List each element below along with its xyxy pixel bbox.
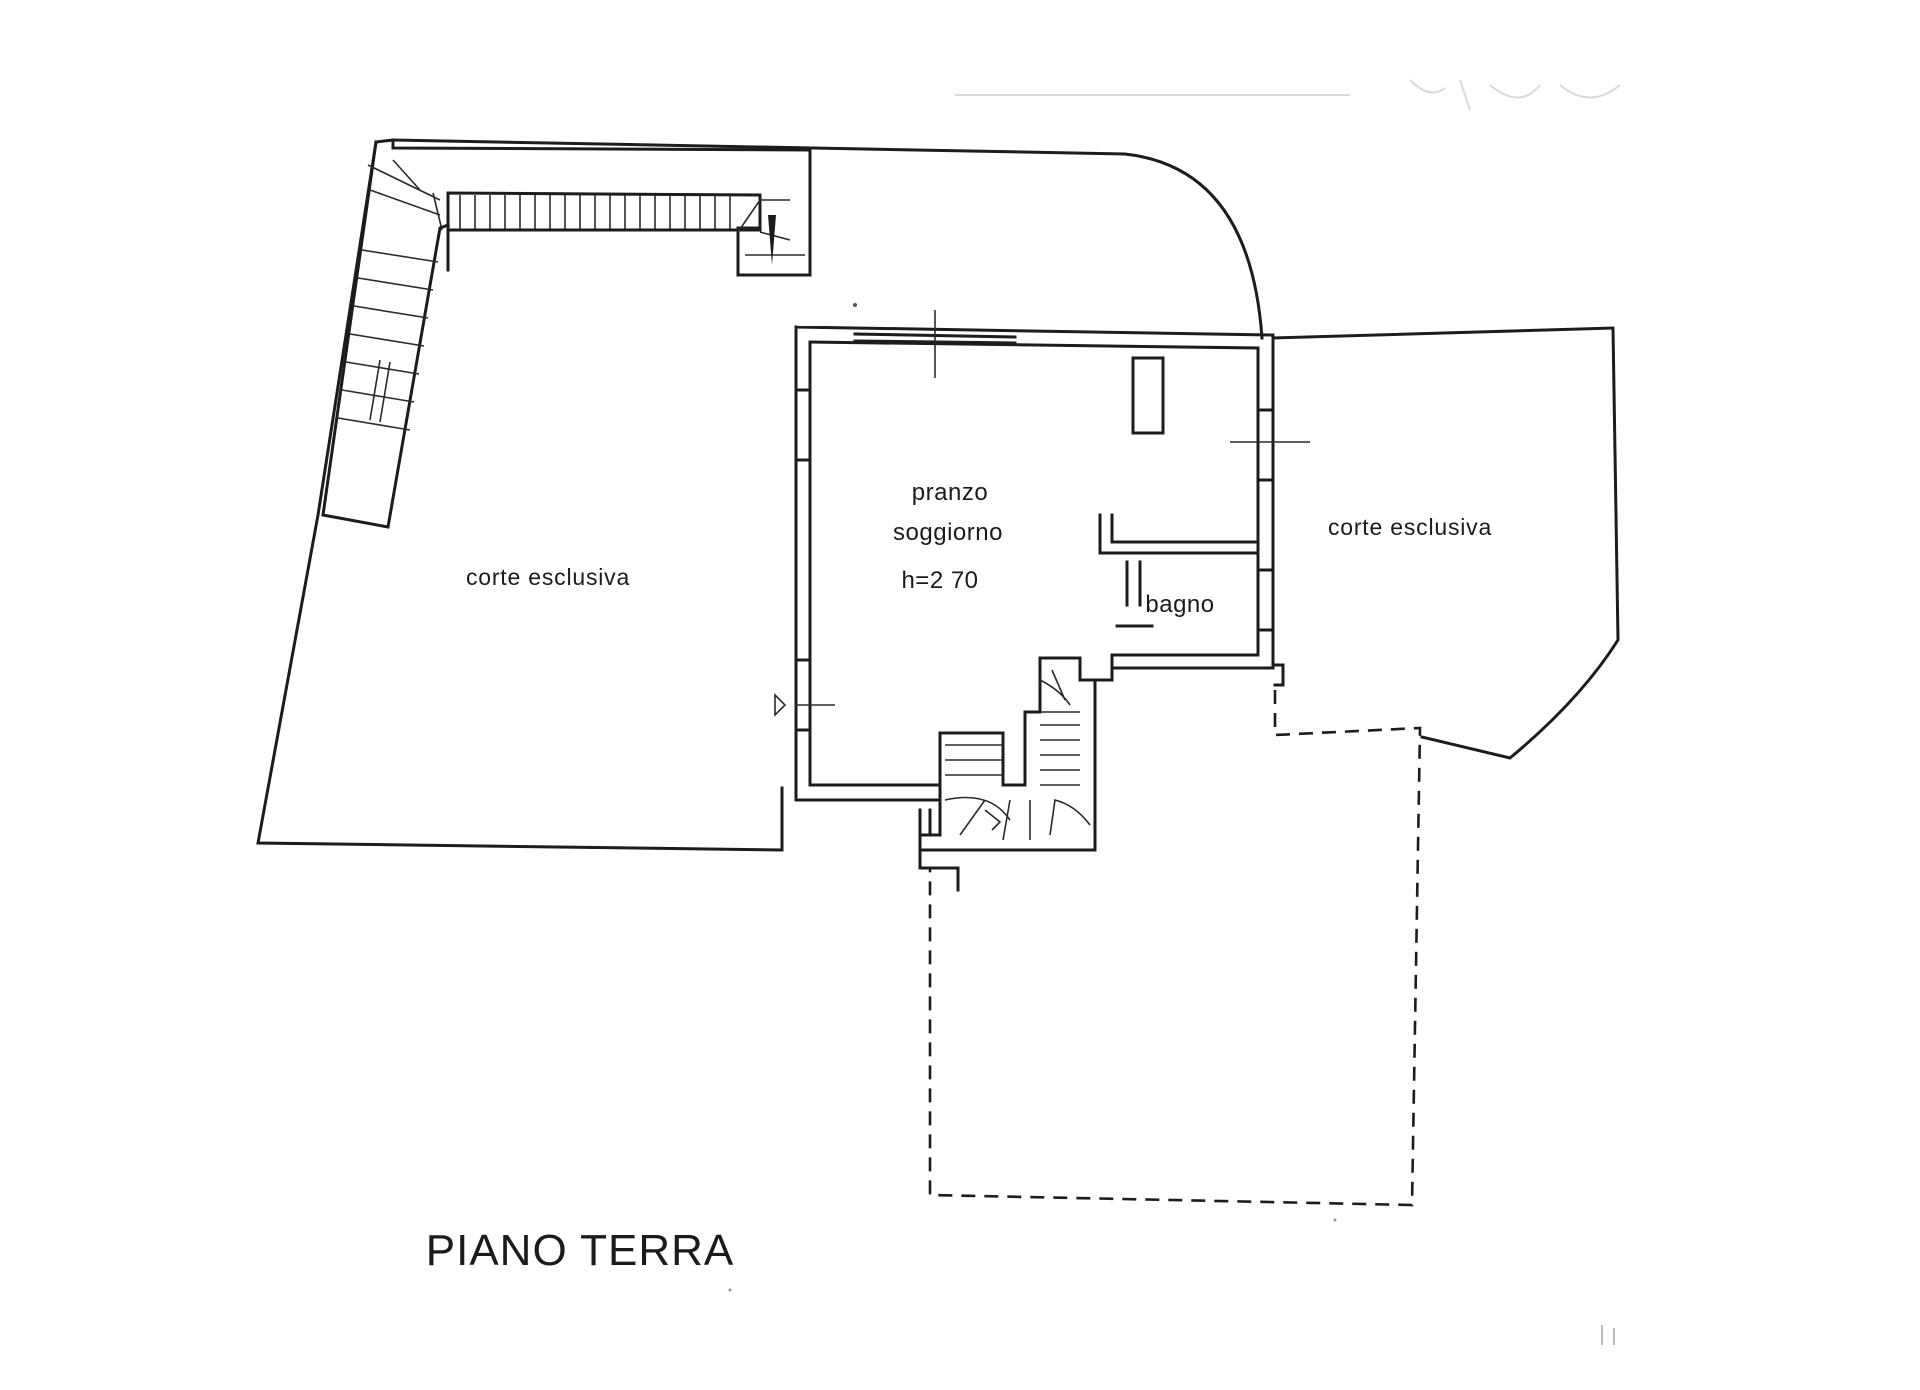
room-label-bathroom: bagno xyxy=(1145,591,1214,618)
dashed-area xyxy=(928,690,1422,1207)
court-label-left: corte esclusiva xyxy=(466,564,630,590)
stair-top-treads xyxy=(446,195,762,232)
chimney xyxy=(1131,356,1165,435)
stair-left xyxy=(321,140,450,529)
scan-specks xyxy=(728,303,1615,1345)
room-height-label: h=2 70 xyxy=(901,567,978,594)
room-label-living-1: pranzo xyxy=(912,479,988,506)
windows xyxy=(774,310,1310,732)
bathroom-partitions xyxy=(1098,513,1260,628)
house-walls xyxy=(794,325,1285,802)
room-label-living-2: soggiorno xyxy=(893,519,1003,546)
court-left-boundary xyxy=(256,138,1264,852)
stair-top xyxy=(391,138,812,277)
stair-center xyxy=(918,656,1114,892)
header-residue xyxy=(955,79,1621,111)
court-label-right: corte esclusiva xyxy=(1328,514,1492,540)
court-right-boundary xyxy=(1271,326,1620,760)
plan-title: PIANO TERRA xyxy=(426,1226,734,1275)
